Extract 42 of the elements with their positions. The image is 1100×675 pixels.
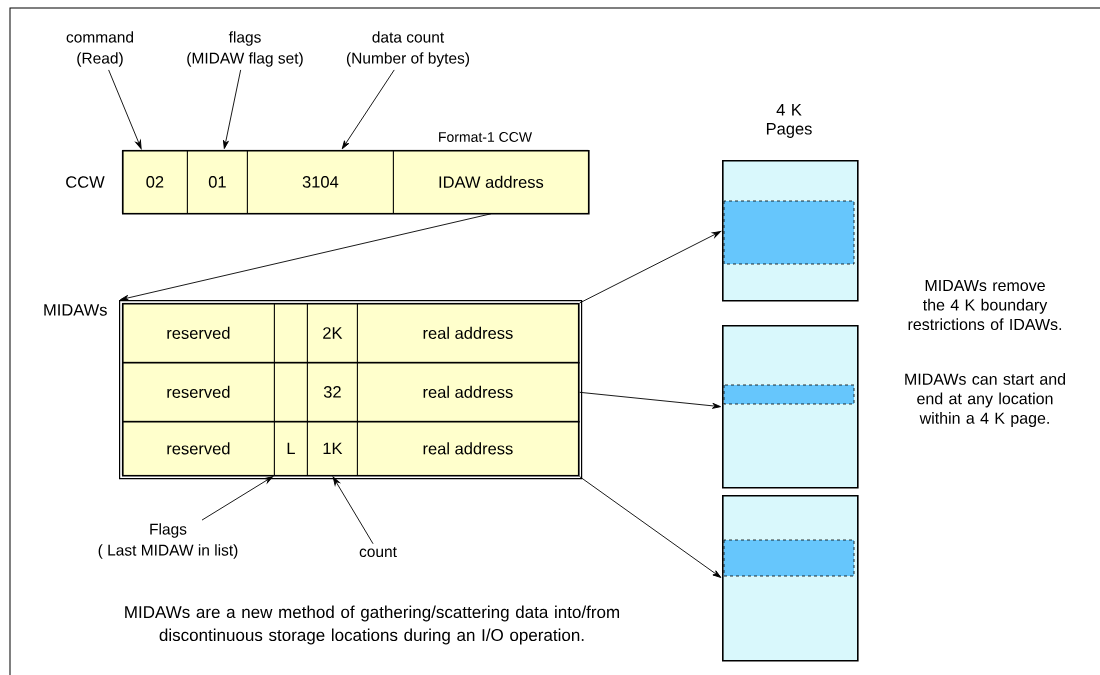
column-heading: 4 K Pages bbox=[766, 104, 812, 138]
arrow bbox=[201, 476, 274, 521]
arrow bbox=[579, 391, 721, 409]
table-cell: IDAW address bbox=[393, 150, 589, 214]
table-cell: 1K bbox=[307, 421, 358, 476]
page-box bbox=[722, 495, 859, 662]
row-label: MIDAWs bbox=[44, 304, 107, 316]
table-cell: L bbox=[274, 421, 308, 476]
annotation-text: flags (MIDAW flag set) bbox=[187, 31, 303, 67]
page-box bbox=[722, 325, 859, 489]
caption-text: MIDAWs are a new method of gathering/scattering data into/from discontinuous storage locations during an I/O operation. bbox=[125, 605, 619, 645]
box-caption: Format-1 CCW bbox=[439, 132, 532, 142]
row-label: CCW bbox=[66, 176, 105, 188]
arrow bbox=[108, 69, 142, 150]
table-cell: 2K bbox=[307, 303, 358, 363]
table-cell: real address bbox=[357, 362, 579, 422]
table-cell: 02 bbox=[122, 150, 188, 214]
table-cell: 32 bbox=[307, 362, 358, 422]
arrow bbox=[579, 231, 722, 304]
table-cell: real address bbox=[357, 303, 579, 363]
cell-box bbox=[274, 362, 308, 422]
arrow bbox=[223, 69, 242, 149]
note-text: MIDAWs remove the 4 K boundary restrictions of IDAWs. bbox=[908, 279, 1062, 331]
arrow bbox=[579, 476, 722, 578]
row-box bbox=[122, 362, 580, 423]
annotation-text: command (Read) bbox=[66, 31, 133, 67]
table-cell: reserved bbox=[122, 421, 275, 476]
table-cell: 3104 bbox=[247, 150, 394, 214]
cell-box bbox=[274, 303, 308, 363]
annotation-text: Flags ( Last MIDAW in list) bbox=[98, 523, 238, 559]
annotation-text: count bbox=[359, 546, 397, 558]
table-cell: real address bbox=[357, 421, 579, 476]
note-text: MIDAWs can start and end at any location within a 4 K page. bbox=[905, 373, 1065, 427]
arrow bbox=[332, 476, 374, 545]
annotation-text: data count (Number of bytes) bbox=[346, 31, 470, 67]
row-box bbox=[122, 303, 580, 364]
table-cell: reserved bbox=[122, 362, 275, 422]
row-box bbox=[122, 421, 580, 477]
table-cell: 01 bbox=[187, 150, 248, 214]
arrow bbox=[120, 213, 492, 301]
table-cell: reserved bbox=[122, 303, 275, 363]
arrow bbox=[341, 69, 395, 150]
